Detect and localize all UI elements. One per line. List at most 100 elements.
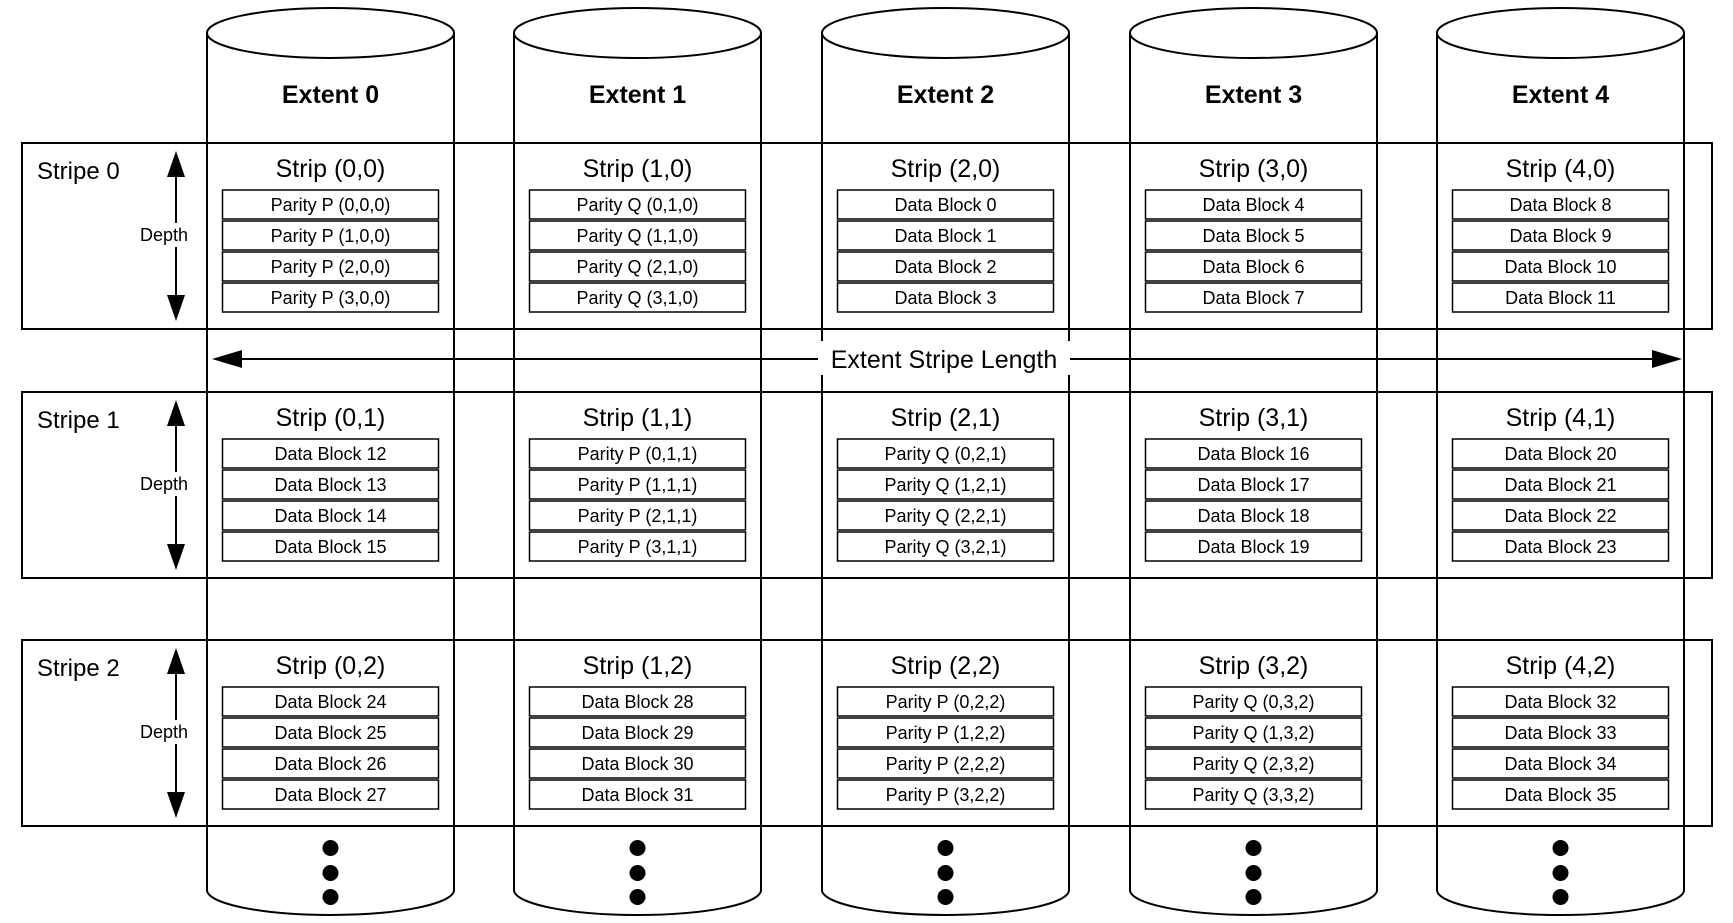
- cylinder-top: [1436, 7, 1685, 59]
- block-cell: [221, 282, 440, 313]
- block-cell: [528, 282, 747, 313]
- block-label: Data Block 9: [1509, 226, 1611, 246]
- stripe-label: Stripe 1: [37, 407, 120, 434]
- block-cell: [836, 438, 1055, 469]
- block-label: Data Block 17: [1197, 475, 1309, 495]
- continuation-dot: [1245, 840, 1262, 856]
- block-cell: [836, 748, 1055, 779]
- block-label: Data Block 30: [581, 754, 693, 774]
- length-arrow-left-head: [212, 350, 242, 368]
- depth-label: Depth: [140, 474, 188, 494]
- block-cell: [221, 779, 440, 810]
- block-cell: [1144, 779, 1363, 810]
- block-label: Data Block 12: [274, 444, 386, 464]
- block-label: Data Block 26: [274, 754, 386, 774]
- block-label: Data Block 23: [1504, 537, 1616, 557]
- strip: Strip (1,1)Parity P (0,1,1)Parity P (1,1…: [528, 404, 747, 562]
- block-cell: [1144, 438, 1363, 469]
- strip-title: Strip (3,1): [1199, 404, 1309, 432]
- strip: Strip (0,0)Parity P (0,0,0)Parity P (1,0…: [221, 155, 440, 313]
- block-cell: [221, 220, 440, 251]
- depth-arrow-up-head: [167, 400, 185, 426]
- strip: Strip (4,1) Data Block 20 Data Block 21 Dat…: [1451, 404, 1670, 562]
- strip-title: Strip (4,0): [1506, 155, 1616, 183]
- block-label: Data Block 27: [274, 785, 386, 805]
- block-cell: [836, 779, 1055, 810]
- strip: Strip (4,0) Data Block 8 Data Block 9 Data …: [1451, 155, 1670, 313]
- block-cell: [836, 220, 1055, 251]
- block-cell: [1144, 189, 1363, 220]
- block-cell: [836, 686, 1055, 717]
- depth-arrow-down-head: [167, 544, 185, 570]
- strip-title: Strip (4,1): [1506, 404, 1616, 432]
- depth-arrow-down-head: [167, 792, 185, 818]
- block-label: Parity Q (1,2,1): [884, 475, 1006, 495]
- block-cell: [1451, 717, 1670, 748]
- strip-title: Strip (1,2): [583, 652, 693, 680]
- depth-label-bg: [130, 720, 188, 744]
- block-label: Data Block 25: [274, 723, 386, 743]
- block-label: Parity P (3,0,0): [271, 288, 391, 308]
- block-cell: [221, 686, 440, 717]
- block-cell: [1451, 469, 1670, 500]
- block-label: Data Block 19: [1197, 537, 1309, 557]
- block-cell: [1451, 189, 1670, 220]
- block-cell: [1451, 438, 1670, 469]
- continuation-dot: [937, 889, 954, 905]
- block-cell: [1144, 282, 1363, 313]
- length-arrow-right-head: [1652, 350, 1682, 368]
- block-cell: [528, 438, 747, 469]
- block-label: Data Block 20: [1504, 444, 1616, 464]
- block-label: Parity P (1,1,1): [578, 475, 698, 495]
- strip-title: Strip (1,0): [583, 155, 693, 183]
- block-label: Parity Q (0,3,2): [1192, 692, 1314, 712]
- stripe-frame: [21, 142, 1713, 330]
- depth-arrow-up-head: [167, 151, 185, 177]
- block-label: Parity P (3,1,1): [578, 537, 698, 557]
- block-label: Parity Q (3,2,1): [884, 537, 1006, 557]
- continuation-dot: [322, 889, 339, 905]
- continuation-dot: [1552, 889, 1569, 905]
- depth-label: Depth: [140, 225, 188, 245]
- block-cell: [221, 251, 440, 282]
- block-cell: [221, 189, 440, 220]
- block-label: Data Block 21: [1504, 475, 1616, 495]
- extent-title: Extent 3: [1205, 81, 1302, 109]
- block-label: Data Block 10: [1504, 257, 1616, 277]
- block-cell: [836, 189, 1055, 220]
- block-label: Data Block 8: [1509, 195, 1611, 215]
- block-cell: [1144, 686, 1363, 717]
- block-cell: [1144, 251, 1363, 282]
- block-label: Parity Q (3,1,0): [576, 288, 698, 308]
- strip-title: Strip (3,2): [1199, 652, 1309, 680]
- block-cell: [1451, 748, 1670, 779]
- continuation-dot: [322, 840, 339, 856]
- block-label: Data Block 29: [581, 723, 693, 743]
- block-cell: [1451, 500, 1670, 531]
- cylinder-top: [206, 7, 455, 59]
- continuation-dot: [629, 840, 646, 856]
- continuation-dot: [322, 865, 339, 881]
- block-label: Data Block 15: [274, 537, 386, 557]
- block-cell: [221, 717, 440, 748]
- block-label: Parity P (3,2,2): [886, 785, 1006, 805]
- continuation-dot: [1552, 840, 1569, 856]
- block-label: Parity Q (2,2,1): [884, 506, 1006, 526]
- block-label: Parity P (0,2,2): [886, 692, 1006, 712]
- block-cell: [1144, 500, 1363, 531]
- block-label: Data Block 33: [1504, 723, 1616, 743]
- block-label: Data Block 35: [1504, 785, 1616, 805]
- block-label: Data Block 11: [1505, 288, 1616, 308]
- block-cell: [1451, 220, 1670, 251]
- block-label: Data Block 5: [1202, 226, 1304, 246]
- block-cell: [221, 748, 440, 779]
- block-label: Parity Q (0,2,1): [884, 444, 1006, 464]
- block-label: Data Block 18: [1197, 506, 1309, 526]
- depth-arrow-down-head: [167, 295, 185, 321]
- stripe-frame: [21, 391, 1713, 579]
- block-cell: [528, 717, 747, 748]
